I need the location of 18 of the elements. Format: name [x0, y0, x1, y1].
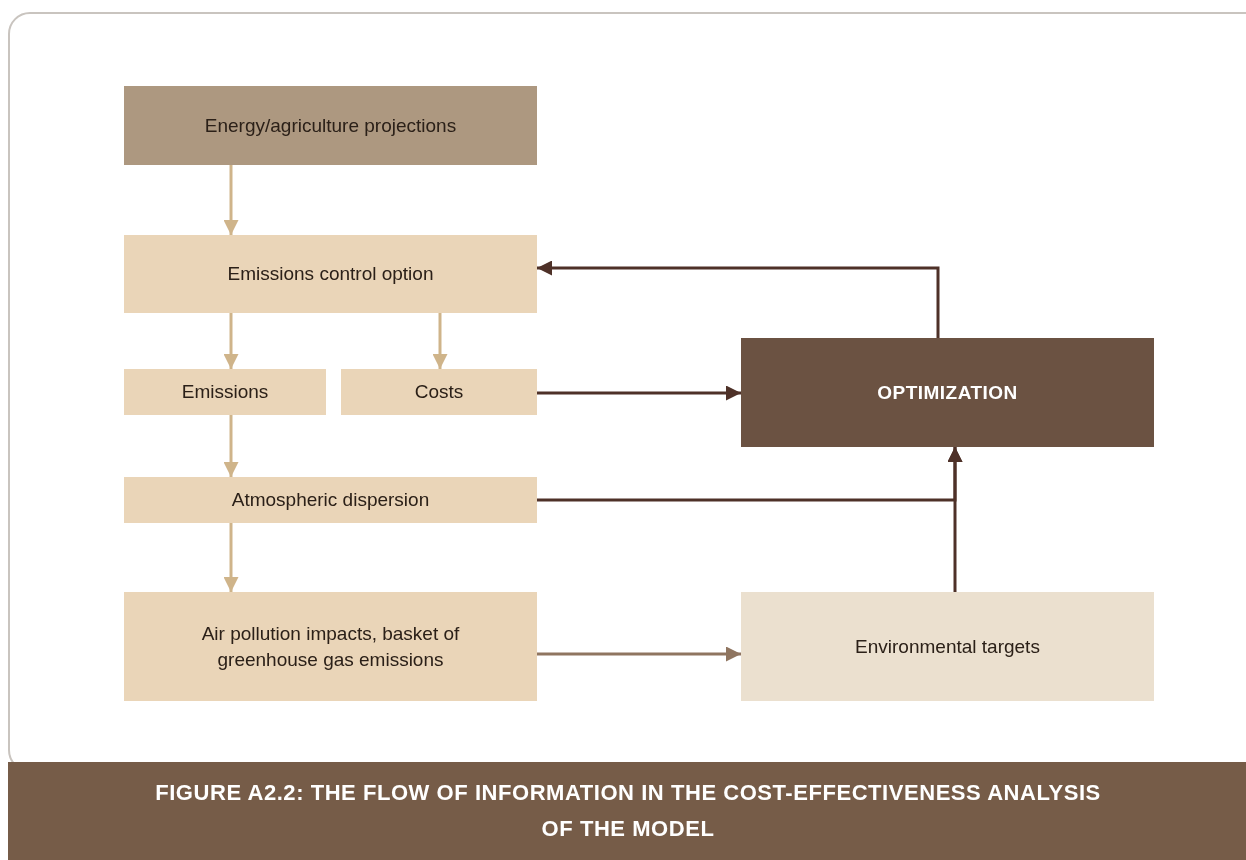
arrow — [223, 165, 239, 235]
figure-caption: FIGURE A2.2: THE FLOW OF INFORMATION IN THE COST-EFFECTIVENESS ANALYSIS OF THE MODEL — [154, 779, 1102, 843]
arrow — [537, 385, 741, 401]
optimization-box: OPTIMIZATION — [741, 338, 1154, 447]
process-box: Atmospheric dispersion — [124, 477, 537, 523]
process-box: Environmental targets — [741, 592, 1154, 701]
process-box: Air pollution impacts, basket of greenhouse gas emissions — [124, 592, 537, 701]
arrow — [223, 313, 239, 369]
arrow — [223, 415, 239, 477]
arrow — [537, 260, 940, 338]
arrow — [432, 313, 448, 369]
arrow — [947, 447, 963, 592]
process-box: Emissions — [124, 369, 326, 415]
process-box: Costs — [341, 369, 537, 415]
process-box: Emissions control option — [124, 235, 537, 313]
process-box: Energy/agriculture projections — [124, 86, 537, 165]
arrow — [537, 646, 741, 662]
arrow — [223, 523, 239, 592]
